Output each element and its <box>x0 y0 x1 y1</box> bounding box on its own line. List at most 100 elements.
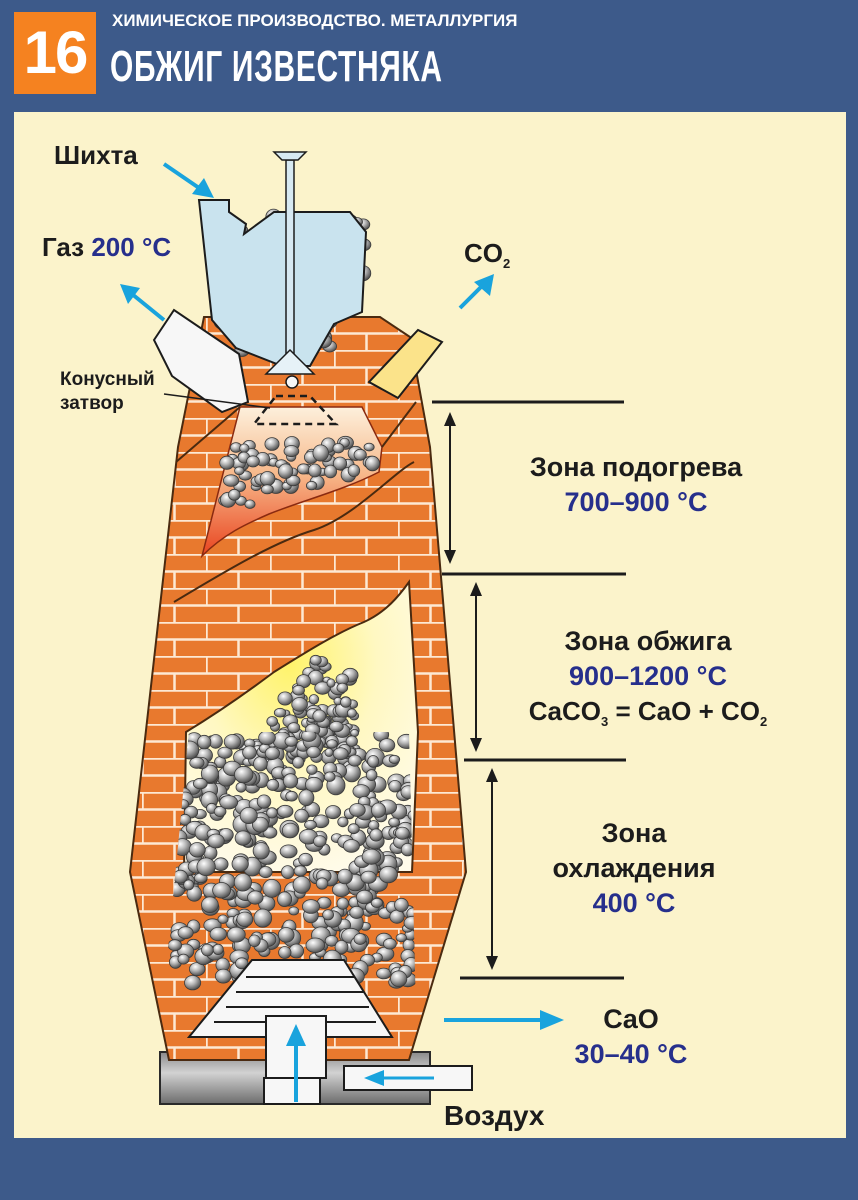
reaction-right1: CaO <box>638 696 691 726</box>
limestone-piece <box>309 695 319 705</box>
limestone-piece <box>337 683 348 692</box>
limestone-piece <box>306 938 325 953</box>
limestone-piece <box>293 757 304 769</box>
limestone-piece <box>371 898 382 907</box>
charge-arrow <box>164 164 202 190</box>
limestone-piece <box>235 467 245 475</box>
limestone-piece <box>263 879 281 897</box>
limestone-piece <box>327 740 338 749</box>
limestone-piece <box>189 843 205 858</box>
limestone-piece <box>327 679 335 687</box>
limestone-piece <box>249 935 261 947</box>
limestone-piece <box>330 721 344 731</box>
cao-temp: 30–40 °C <box>536 1037 726 1072</box>
limestone-piece <box>316 878 328 889</box>
limestone-piece <box>168 940 181 951</box>
limestone-piece <box>292 698 308 712</box>
limestone-piece <box>346 736 357 747</box>
co2-subscript: 2 <box>503 256 510 271</box>
limestone-piece <box>348 824 359 834</box>
limestone-piece <box>365 456 379 471</box>
limestone-piece <box>383 939 396 950</box>
limestone-piece <box>210 927 227 940</box>
reaction-plus: + <box>699 696 714 726</box>
zone-burn-temp: 900–1200 °C <box>500 659 796 694</box>
limestone-piece <box>299 853 313 866</box>
limestone-piece <box>253 843 269 860</box>
limestone-piece <box>261 485 273 494</box>
limestone-piece <box>389 755 400 763</box>
limestone-piece <box>310 655 321 665</box>
limestone-piece <box>267 717 278 727</box>
limestone-piece <box>254 909 272 927</box>
limestone-piece <box>240 444 249 453</box>
limestone-piece <box>289 944 304 958</box>
limestone-piece <box>297 464 309 474</box>
limestone-piece <box>293 876 310 893</box>
limestone-piece <box>245 500 255 509</box>
reaction-left-sub: 3 <box>601 714 608 729</box>
limestone-piece <box>202 897 219 913</box>
charge-label: Шихта <box>54 140 138 171</box>
limestone-piece <box>220 796 238 809</box>
limestone-piece <box>337 898 349 910</box>
limestone-piece <box>323 910 334 920</box>
co2-arrow <box>460 284 484 308</box>
limestone-piece <box>324 465 336 478</box>
limestone-piece <box>314 836 327 847</box>
limestone-piece <box>362 849 381 864</box>
limestone-piece <box>333 443 344 453</box>
limestone-piece <box>288 723 300 733</box>
limestone-piece <box>353 785 370 798</box>
limestone-piece <box>325 748 333 756</box>
limestone-piece <box>285 736 297 746</box>
limestone-piece <box>237 912 253 927</box>
limestone-piece <box>178 954 189 964</box>
gas-label: Газ 200 °C <box>42 232 171 263</box>
limestone-piece <box>278 692 292 705</box>
limestone-piece <box>306 481 316 490</box>
zone-burn-label: Зона обжига 900–1200 °C CaCO3 = CaO + CO… <box>500 624 796 739</box>
limestone-piece <box>197 858 215 876</box>
limestone-piece <box>324 772 335 782</box>
limestone-piece <box>235 831 251 845</box>
limestone-piece <box>184 880 194 890</box>
limestone-piece <box>348 755 361 766</box>
limestone-piece <box>302 900 319 914</box>
limestone-piece <box>208 834 225 848</box>
limestone-piece <box>379 866 397 883</box>
limestone-piece <box>178 927 193 939</box>
limestone-piece <box>361 871 376 883</box>
limestone-piece <box>213 944 223 954</box>
limestone-piece <box>289 907 299 915</box>
limestone-piece <box>282 823 298 838</box>
limestone-piece <box>350 804 366 817</box>
co2-label: CO2 <box>464 238 510 271</box>
limestone-piece <box>185 976 201 990</box>
limestone-piece <box>214 858 228 871</box>
limestone-piece <box>347 709 356 718</box>
reaction-eq: = <box>615 696 630 726</box>
air-pipe-base <box>264 1078 320 1104</box>
limestone-piece <box>390 910 404 923</box>
limestone-piece <box>274 708 286 717</box>
limestone-piece <box>368 756 379 768</box>
zone-cool-name-line2: охлаждения <box>514 851 754 886</box>
diagram-panel: Шихта Газ 200 °C CO2 Конусный затвор Зон… <box>14 112 846 1138</box>
limestone-piece <box>267 779 279 790</box>
limestone-piece <box>279 947 291 959</box>
gas-arrow <box>132 294 164 320</box>
limestone-piece <box>389 780 401 792</box>
limestone-piece <box>326 806 341 819</box>
limestone-piece <box>366 770 377 781</box>
cao-label: CaO 30–40 °C <box>536 1002 726 1072</box>
limestone-piece <box>305 820 317 829</box>
limestone-piece <box>283 774 297 788</box>
limestone-piece <box>213 883 231 899</box>
reaction-right2: CO <box>721 696 760 726</box>
limestone-piece <box>278 892 292 907</box>
limestone-piece <box>259 867 272 878</box>
cao-name: CaO <box>536 1002 726 1037</box>
limestone-piece <box>338 817 348 827</box>
limestone-piece <box>371 803 385 818</box>
